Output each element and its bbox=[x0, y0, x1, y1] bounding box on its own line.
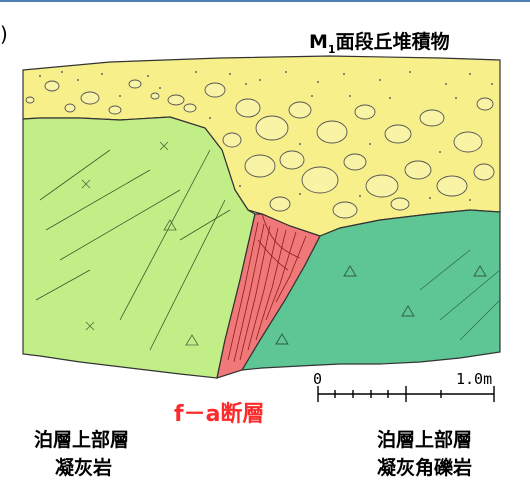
figure-index-paren: ) bbox=[0, 22, 8, 46]
right-unit-label-line1: 泊層上部層 bbox=[377, 429, 473, 451]
terrace-fine-grains bbox=[39, 71, 493, 201]
right-unit-label-line2: 凝灰角礫岩 bbox=[377, 457, 473, 479]
fault-shear-lines bbox=[227, 213, 307, 363]
scale-end-label: 1.0m bbox=[456, 370, 492, 388]
left-tuff-unit bbox=[22, 116, 256, 379]
fault-label: f－a断層 bbox=[174, 402, 265, 427]
left-tuff-symbols bbox=[81, 141, 199, 346]
top-divider bbox=[0, 0, 530, 2]
left-unit-label-line1: 泊層上部層 bbox=[34, 429, 130, 451]
left-tuff-joints bbox=[35, 149, 231, 351]
scale-bar bbox=[317, 386, 495, 402]
terrace-label-subscript: 1 bbox=[327, 42, 336, 56]
right-breccia-symbols bbox=[275, 265, 487, 345]
fault-zone-unit bbox=[216, 213, 321, 379]
terrace-label-suffix: 面段丘堆積物 bbox=[335, 31, 450, 53]
left-unit-label-line2: 凝灰岩 bbox=[55, 457, 113, 479]
scale-start-label: 0 bbox=[313, 370, 322, 388]
right-breccia-fractures bbox=[419, 249, 501, 341]
terrace-gravel bbox=[25, 79, 495, 219]
terrace-deposit-label: M1面段丘堆積物 bbox=[309, 27, 450, 56]
terrace-label-prefix: M bbox=[309, 31, 328, 53]
